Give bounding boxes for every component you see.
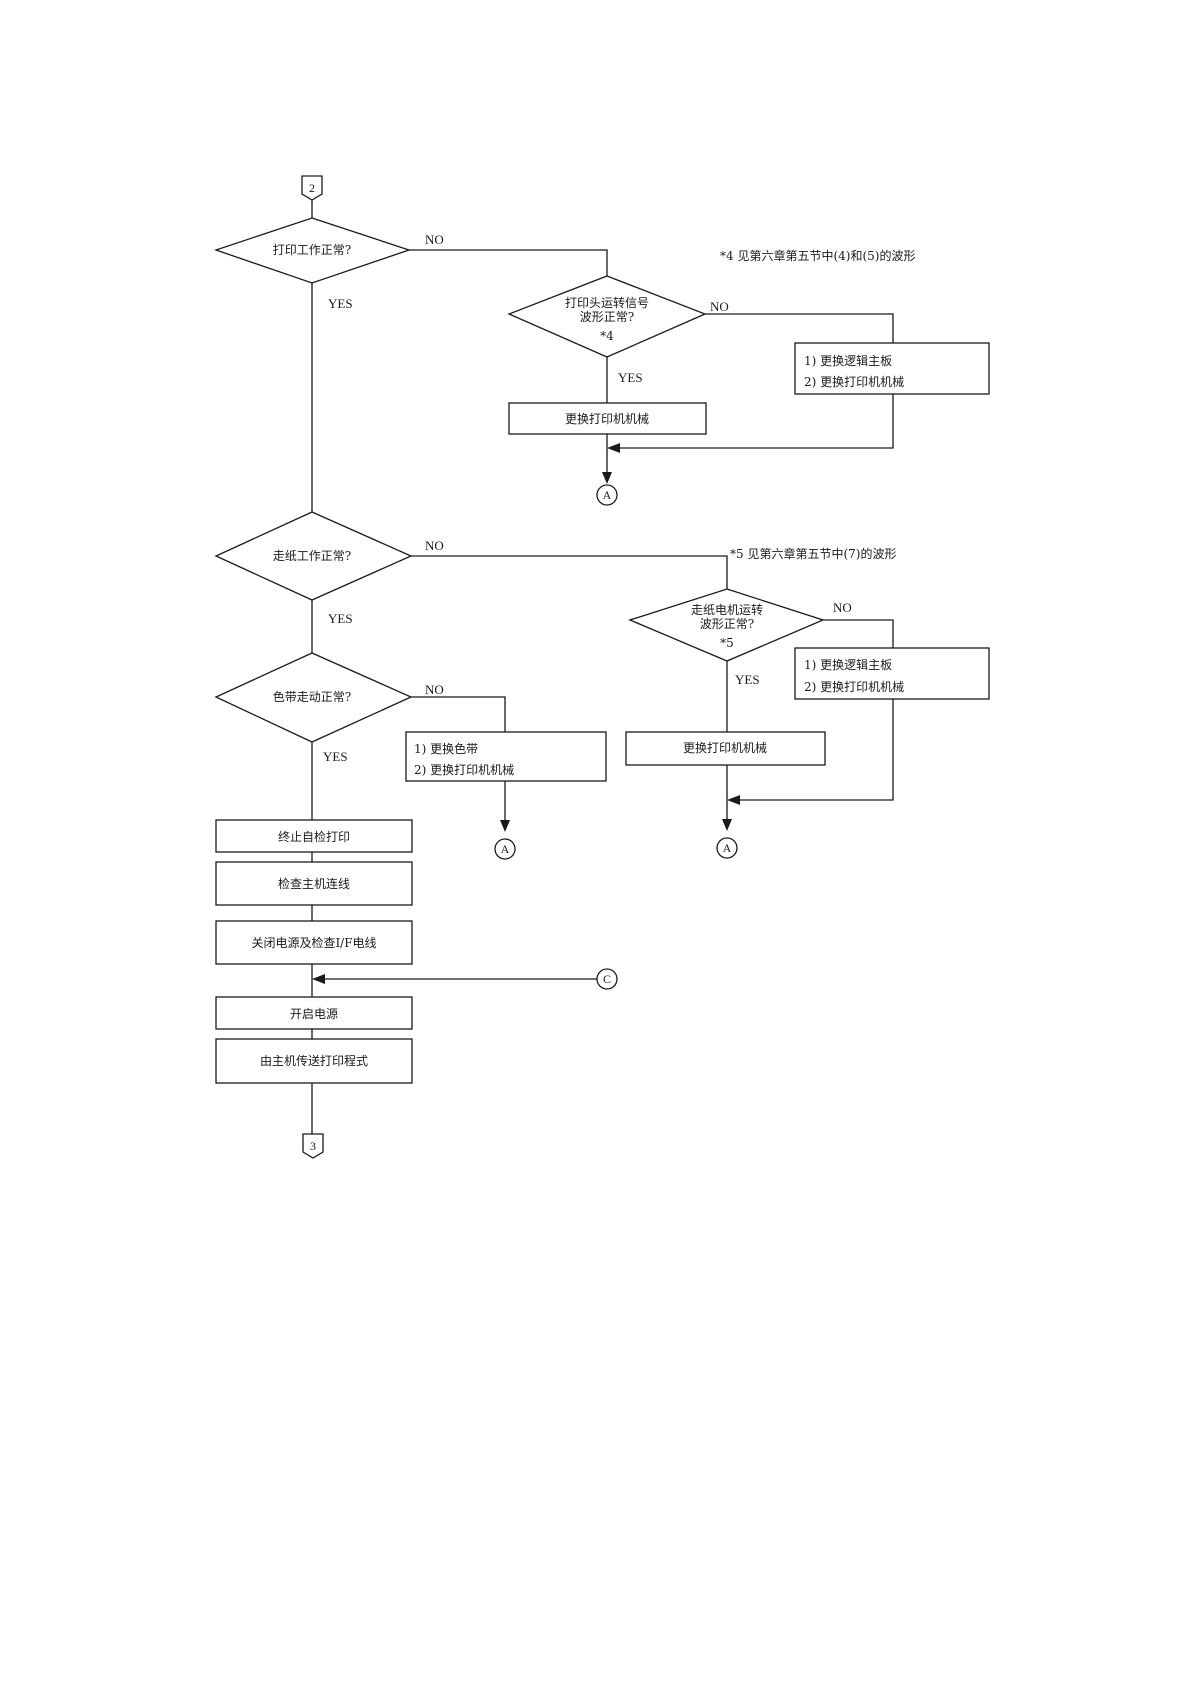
box-stop-selftest-text: 终止自检打印 bbox=[278, 829, 350, 844]
label-yes-motor: YES bbox=[735, 672, 760, 687]
connector-a-2: A bbox=[495, 839, 515, 859]
box-replace-board-mech-2: 1) 更换逻辑主板 2) 更换打印机机械 bbox=[795, 648, 989, 699]
decision-motor-ref: *5 bbox=[720, 636, 734, 650]
connector-a-1: A bbox=[597, 485, 617, 505]
label-yes-ribbon: YES bbox=[323, 749, 348, 764]
label-no-head: NO bbox=[710, 299, 729, 314]
box-send-program-text: 由主机传送打印程式 bbox=[260, 1053, 368, 1068]
connector-start-2: 2 bbox=[302, 176, 322, 200]
box-replace-ribbon: 1) 更换色带 2) 更换打印机机械 bbox=[406, 732, 606, 781]
box-check-host-cable: 检查主机连线 bbox=[216, 862, 412, 905]
box-replace-mech-motor: 更换打印机机械 bbox=[626, 732, 825, 765]
box-replace-board-mech-1: 1) 更换逻辑主板 2) 更换打印机机械 bbox=[795, 343, 989, 394]
decision-motor-line2: 波形正常? bbox=[700, 617, 754, 631]
decision-ribbon-ok: 色带走动正常? bbox=[216, 653, 411, 742]
connector-end-label: 3 bbox=[310, 1139, 316, 1153]
box2-line1: 1) 更换逻辑主板 bbox=[804, 658, 892, 672]
box-stop-selftest: 终止自检打印 bbox=[216, 820, 412, 852]
decision-head-signal-line2: 波形正常? bbox=[580, 310, 634, 324]
box-replace-mech-motor-text: 更换打印机机械 bbox=[683, 740, 767, 755]
decision-head-signal-line1: 打印头运转信号 bbox=[565, 295, 649, 310]
label-yes-feed: YES bbox=[328, 611, 353, 626]
box-power-off-check-text: 关闭电源及检查I/F电线 bbox=[251, 935, 376, 950]
note-5: *5 见第六章第五节中(7)的波形 bbox=[730, 546, 896, 561]
decision-print-ok: 打印工作正常? bbox=[216, 218, 409, 283]
connector-a-3: A bbox=[717, 838, 737, 858]
decision-motor-line1: 走纸电机运转 bbox=[691, 602, 763, 617]
decision-head-signal-ref: *4 bbox=[600, 329, 614, 343]
label-no-motor: NO bbox=[833, 600, 852, 615]
label-yes-head: YES bbox=[618, 370, 643, 385]
connector-c-label: C bbox=[603, 972, 611, 986]
box-power-on-text: 开启电源 bbox=[290, 1007, 338, 1021]
box-check-host-cable-text: 检查主机连线 bbox=[278, 876, 350, 891]
box1-line1: 1) 更换逻辑主板 bbox=[804, 354, 892, 368]
decision-feed-ok-text: 走纸工作正常? bbox=[273, 549, 351, 563]
decision-print-ok-text: 打印工作正常? bbox=[273, 243, 351, 257]
box-replace-mech-head-text: 更换打印机机械 bbox=[565, 411, 649, 426]
note-4: *4 见第六章第五节中(4)和(5)的波形 bbox=[720, 248, 915, 263]
connector-c: C bbox=[597, 969, 617, 989]
box-replace-mech-head: 更换打印机机械 bbox=[509, 403, 706, 434]
connector-start-label: 2 bbox=[309, 181, 315, 195]
label-no-ribbon: NO bbox=[425, 682, 444, 697]
label-no-print: NO bbox=[425, 232, 444, 247]
box2-line2: 2) 更换打印机机械 bbox=[804, 679, 904, 694]
connector-a-2-label: A bbox=[501, 842, 510, 856]
box-power-off-check: 关闭电源及检查I/F电线 bbox=[216, 921, 412, 964]
connector-a-3-label: A bbox=[723, 841, 732, 855]
label-no-feed: NO bbox=[425, 538, 444, 553]
decision-head-signal: 打印头运转信号 波形正常? *4 bbox=[509, 276, 705, 357]
connector-a-1-label: A bbox=[603, 488, 612, 502]
box-ribbon-line1: 1) 更换色带 bbox=[414, 742, 478, 756]
box-power-on: 开启电源 bbox=[216, 997, 412, 1029]
connector-end-3: 3 bbox=[303, 1134, 323, 1158]
box1-line2: 2) 更换打印机机械 bbox=[804, 374, 904, 389]
decision-feed-ok: 走纸工作正常? bbox=[216, 512, 411, 600]
box-send-program: 由主机传送打印程式 bbox=[216, 1039, 412, 1083]
label-yes-print: YES bbox=[328, 296, 353, 311]
decision-ribbon-ok-text: 色带走动正常? bbox=[273, 690, 351, 704]
box-ribbon-line2: 2) 更换打印机机械 bbox=[414, 762, 514, 777]
decision-motor: 走纸电机运转 波形正常? *5 bbox=[630, 589, 823, 661]
